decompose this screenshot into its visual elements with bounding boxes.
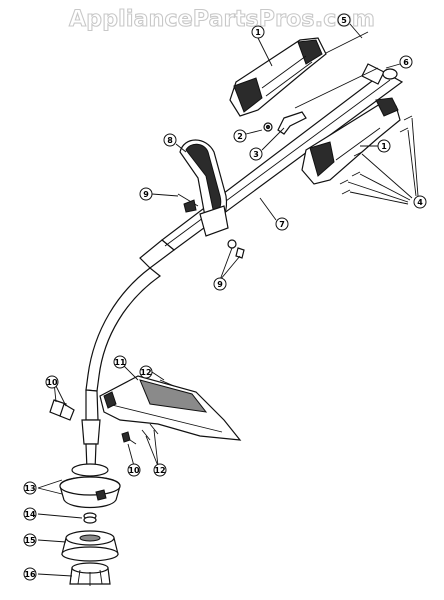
clamp-screw [121,431,137,445]
svg-text:11: 11 [114,358,126,367]
callout-12-upper: 12 [139,365,153,379]
callout-8: 8 [163,133,177,147]
switch-spring [263,122,273,132]
svg-text:6: 6 [403,58,409,67]
assist-handle [179,139,229,237]
svg-text:9: 9 [143,190,149,199]
svg-text:3: 3 [253,150,259,159]
svg-text:16: 16 [24,570,36,579]
spool-spring [83,512,97,524]
drive-cable [294,67,379,109]
svg-text:13: 13 [24,484,35,493]
callout-16: 16 [23,567,37,581]
svg-text:1: 1 [255,28,261,37]
callout-3: 3 [249,147,263,161]
svg-text:9: 9 [217,280,223,289]
svg-text:10: 10 [128,466,140,475]
svg-text:7: 7 [279,220,285,229]
svg-text:2: 2 [237,132,243,141]
bump-knob [69,562,111,586]
callout-10-left: 10 [45,375,59,389]
watermark: AppliancePartsPros.com [69,7,375,32]
housing-screws [339,115,419,205]
callout-14: 14 [23,507,37,521]
guard-screws [141,379,175,441]
grass-guard [99,375,242,441]
svg-text:4: 4 [417,198,423,207]
svg-text:10: 10 [46,378,58,387]
leader-lines [37,23,401,577]
svg-text:8: 8 [167,136,173,145]
callout-15: 15 [23,533,37,547]
callout-6: 6 [399,55,413,69]
callout-9-lower: 9 [213,277,227,291]
lower-shaft-head [81,389,101,471]
callout-1-lower: 1 [377,139,391,153]
handle-housing-top [229,37,327,117]
callout-2: 2 [233,129,247,143]
callout-4: 4 [413,195,427,209]
callout-1-upper: 1 [251,25,265,39]
trimmer-spool [61,530,119,562]
callout-13: 13 [23,481,37,495]
spool-housing [59,463,121,509]
callout-9-upper: 9 [139,187,153,201]
svg-text:12: 12 [154,466,165,475]
callout-5: 5 [337,13,351,27]
callout-7: 7 [275,217,289,231]
callout-12-lower: 12 [153,463,167,477]
svg-text:5: 5 [341,16,347,25]
handle-housing-bottom [301,97,401,185]
handle-bolt [177,193,199,213]
callout-10-lower: 10 [127,463,141,477]
guard-clamp [49,399,75,421]
shaft-top-end [361,63,398,85]
throttle-trigger [277,111,307,135]
svg-text:12: 12 [140,368,151,377]
svg-text:14: 14 [24,510,36,519]
svg-text:1: 1 [381,142,387,151]
callout-11: 11 [113,355,127,369]
svg-text:15: 15 [24,536,36,545]
handle-nut [227,239,245,259]
